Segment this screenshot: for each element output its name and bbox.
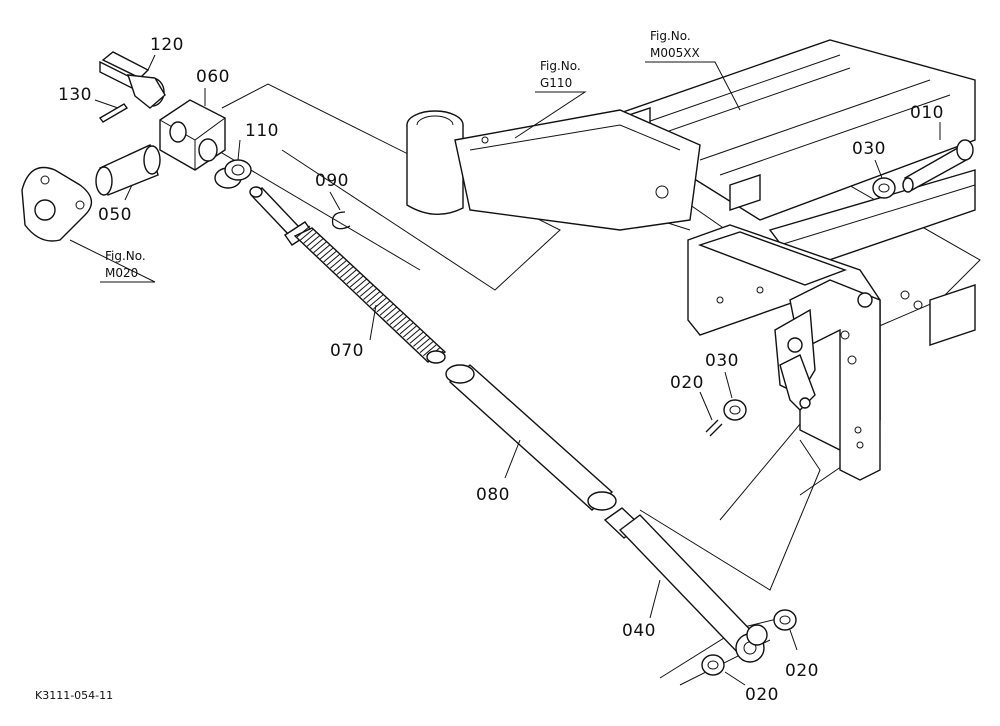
thread-line [389, 313, 404, 325]
label-030-right: 030 [852, 139, 886, 159]
part-100-snap-ring [331, 211, 351, 230]
thread-line [339, 266, 354, 279]
thread-line [309, 238, 324, 250]
label-020-lower: 020 [745, 685, 779, 705]
label-030-mid: 030 [705, 351, 739, 371]
fig-ref-m020-line2: M020 [105, 266, 138, 280]
g110-bracket [406, 109, 701, 231]
thread-line [296, 225, 311, 238]
thread-line [333, 259, 347, 272]
thread-line [376, 300, 391, 313]
thread-line [403, 325, 417, 338]
part-m020-plate [21, 166, 93, 242]
thread-line [409, 331, 424, 344]
thread-line [300, 228, 314, 241]
part-020-washer-upper [773, 609, 797, 631]
thread-line [356, 281, 371, 294]
label-080: 070 [330, 341, 364, 361]
label-130: 130 [58, 85, 92, 105]
thread-line [393, 316, 407, 329]
thread-line [306, 234, 321, 247]
label-060: 060 [196, 67, 230, 87]
figure-refs: Fig.No. M005XX Fig.No. G110 Fig.No. M020 [105, 29, 700, 280]
fig-ref-g110-line1: Fig.No. [540, 59, 581, 73]
label-100: 090 [315, 171, 349, 191]
part-130-spring-pin [98, 103, 129, 123]
thread-line [423, 344, 437, 357]
thread-line [406, 328, 421, 341]
part-070-sleeve [95, 144, 161, 196]
thread-line [379, 303, 394, 316]
thread-line [366, 291, 381, 304]
thread-line [353, 278, 367, 291]
part-050-shaft [603, 507, 768, 663]
thread-line [386, 309, 401, 322]
label-leaders [69, 54, 941, 686]
fig-ref-g110-line2: G110 [540, 76, 572, 90]
part-110-collar [214, 159, 252, 189]
thread-line [336, 263, 351, 275]
thread-line [313, 241, 327, 254]
thread-line [349, 275, 364, 288]
part-080-threaded-rod [249, 186, 447, 364]
part-010-clevis-pin [902, 139, 974, 193]
thread-line [369, 294, 384, 307]
thread-line [396, 319, 411, 332]
part-020-washer-lower [701, 654, 725, 676]
label-090: 080 [476, 485, 510, 505]
label-010: 010 [910, 103, 944, 123]
part-060-clevis-block [159, 99, 226, 171]
thread-line [363, 288, 377, 300]
thread-line [346, 272, 361, 285]
fig-ref-m005-line1: Fig.No. [650, 29, 691, 43]
part-090-tube [445, 364, 617, 511]
part-040-cotter-pin [705, 419, 723, 437]
thread-line [419, 341, 434, 354]
part-120-yoke-pin [99, 51, 166, 109]
fig-ref-m005-line2: M005XX [650, 46, 700, 60]
part-030-washer-mid [723, 399, 747, 421]
part-labels: 120 130 060 110 090 050 070 080 040 010 … [58, 35, 944, 705]
thread-line [316, 244, 331, 257]
thread-line [359, 284, 374, 297]
thread-line [413, 334, 427, 347]
fig-ref-m020-line1: Fig.No. [105, 249, 146, 263]
drawing-number: K3111-054-11 [35, 689, 113, 702]
label-070: 050 [98, 205, 132, 225]
label-050: 040 [622, 621, 656, 641]
part-030-washer-right [872, 177, 896, 199]
label-040: 020 [670, 373, 704, 393]
thread-line [326, 253, 341, 266]
label-020-upper: 020 [785, 661, 819, 681]
thread-line [343, 269, 357, 282]
thread-line [383, 306, 397, 319]
thread-line [319, 247, 334, 260]
label-110: 110 [245, 121, 279, 141]
thread-line [416, 338, 431, 350]
thread-line [329, 256, 344, 269]
label-120: 120 [150, 35, 184, 55]
thread-line [303, 231, 317, 244]
thread-line [323, 250, 337, 263]
thread-line [399, 322, 414, 335]
